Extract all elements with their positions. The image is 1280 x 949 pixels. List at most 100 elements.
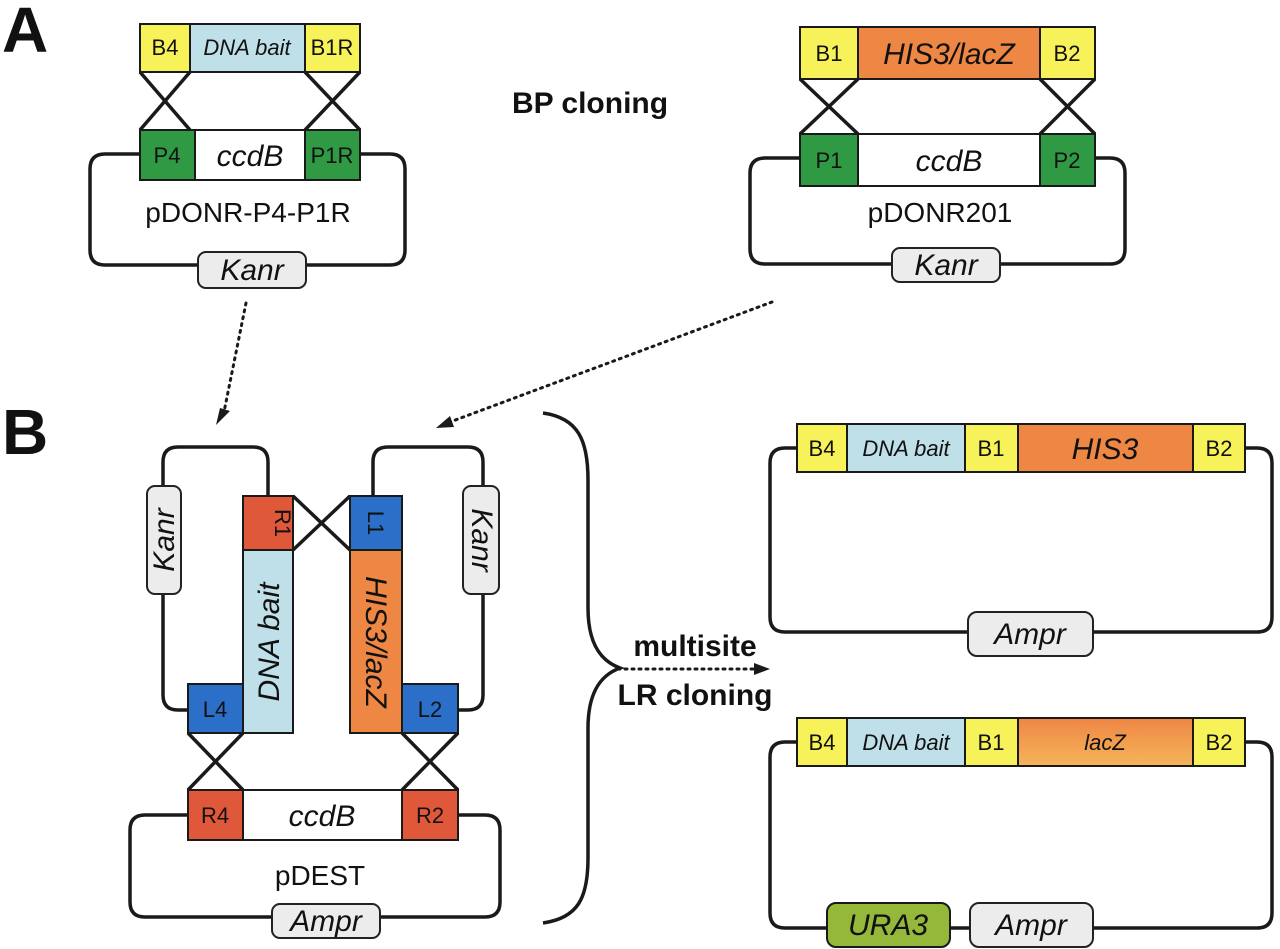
transfer-arrows (216, 300, 774, 428)
kanr-marker (891, 247, 1001, 283)
att-b4-box (796, 717, 848, 767)
att-l1-label: L1 (363, 511, 388, 535)
kanr-marker (462, 485, 500, 595)
lr-cloning-label: LR cloning (618, 679, 773, 712)
multisite-label: multisite (633, 630, 756, 663)
ampr-marker (271, 903, 381, 939)
vector-name: pDEST (275, 860, 365, 891)
pdonr201-vector: P1 ccdB P2 pDONR201 Kanr (748, 133, 1127, 283)
ampr-label: Ampr (992, 618, 1067, 651)
kanr-label: Kanr (465, 508, 498, 572)
att-b1-label: B1 (978, 730, 1005, 755)
entry-backbone (371, 445, 485, 712)
att-b1-label: B1 (816, 41, 843, 66)
lacz-label: lacZ (1084, 730, 1127, 755)
ccdb-label: ccdB (289, 800, 356, 833)
ccdb-box (194, 129, 306, 181)
att-r4-label: R4 (201, 803, 229, 828)
ampr-label: Ampr (993, 909, 1068, 942)
his3-label: HIS3 (1072, 433, 1139, 466)
his3-lacz-box (857, 26, 1041, 80)
att-b2-box (1192, 423, 1246, 473)
att-b1-box (799, 26, 859, 80)
ccdb-box (242, 789, 403, 841)
att-b4-box (139, 23, 191, 73)
ampr-marker (969, 902, 1094, 948)
att-r1-box (242, 495, 294, 551)
vector-name: pDONR201 (868, 197, 1013, 228)
expression-clone-his3: B4 DNA bait B1 HIS3 B2 Ampr (768, 423, 1274, 657)
panel-b-letter: B (2, 396, 48, 468)
att-p1-label: P1 (816, 148, 843, 173)
right-insert: B1 HIS3/lacZ B2 (799, 26, 1096, 80)
curly-brace (542, 411, 626, 925)
att-b4-label: B4 (152, 35, 179, 60)
att-p2-label: P2 (1054, 148, 1081, 173)
att-b1r-box (304, 23, 361, 73)
right-crossover-lines (798, 77, 1097, 136)
arrowhead (216, 408, 230, 425)
att-p1-box (799, 133, 859, 187)
att-b2-box (1039, 26, 1096, 80)
his3-lacz-label: HIS3/lacZ (359, 576, 392, 709)
lacz-box (1017, 717, 1194, 767)
bottom-crossover-lines (186, 731, 460, 792)
att-r2-label: R2 (416, 803, 444, 828)
dotted-arrow-left (222, 301, 248, 414)
bp-cloning-label: BP cloning (512, 87, 668, 120)
att-r2-box (401, 789, 459, 841)
att-l4-label: L4 (203, 697, 227, 722)
att-b1-box (964, 423, 1019, 473)
att-p1r-label: P1R (311, 143, 354, 168)
att-b2-label: B2 (1206, 730, 1233, 755)
ura3-label: URA3 (848, 909, 928, 942)
kanr-label: Kanr (148, 507, 181, 571)
entry-backbone (161, 445, 270, 712)
dna-bait-label: DNA bait (862, 730, 950, 755)
ccdb-box (857, 133, 1041, 187)
att-p1r-box (304, 129, 361, 181)
att-l4-box (187, 683, 244, 734)
his3-lacz-label: HIS3/lacZ (883, 38, 1016, 71)
att-p4-label: P4 (154, 143, 181, 168)
kanr-label: Kanr (220, 254, 284, 287)
pdonr-p4-p1r-vector: P4 ccdB P1R pDONR-P4-P1R Kanr (88, 129, 407, 289)
att-p2-box (1039, 133, 1096, 187)
dna-bait-label: DNA bait (253, 581, 286, 702)
att-l2-box (401, 683, 459, 734)
dna-bait-box (189, 23, 306, 73)
entry-clone-left: R1 DNA bait L4 Kanr (146, 445, 295, 734)
kanr-marker (197, 251, 307, 289)
att-b1r-label: B1R (311, 35, 354, 60)
ura3-marker (826, 902, 951, 948)
att-r1-label: R1 (270, 509, 295, 537)
left-insert: B4 DNA bait B1R (139, 23, 361, 73)
arrowhead (436, 416, 454, 428)
pdest-vector: R4 ccdB R2 pDEST Ampr (128, 789, 502, 939)
ampr-marker (967, 611, 1094, 657)
att-b1-label: B1 (978, 436, 1005, 461)
dna-bait-label: DNA bait (862, 436, 950, 461)
middle-crossover-lines (291, 494, 352, 552)
expression-clone-lacz: B4 DNA bait B1 lacZ B2 URA3 Ampr (768, 717, 1274, 948)
left-crossover-lines (138, 70, 362, 132)
att-b2-label: B2 (1054, 41, 1081, 66)
ccdb-label: ccdB (217, 140, 284, 173)
att-b2-box (1192, 717, 1246, 767)
ampr-label: Ampr (288, 905, 363, 938)
ccdb-label: ccdB (916, 145, 983, 178)
att-b1-box (964, 717, 1019, 767)
arrowhead (754, 663, 770, 675)
att-l1-box (349, 495, 403, 551)
dna-bait-label: DNA bait (203, 35, 291, 60)
dotted-arrow-right (448, 300, 774, 424)
entry-clone-right: L1 HIS3/lacZ L2 Kanr (349, 445, 500, 734)
vector-backbone (768, 740, 1274, 930)
kanr-label: Kanr (914, 249, 978, 282)
kanr-marker (146, 485, 182, 595)
panel-a-letter: A (2, 0, 48, 66)
att-b4-label: B4 (809, 436, 836, 461)
att-b4-label: B4 (809, 730, 836, 755)
his3-lacz-box (349, 549, 403, 734)
